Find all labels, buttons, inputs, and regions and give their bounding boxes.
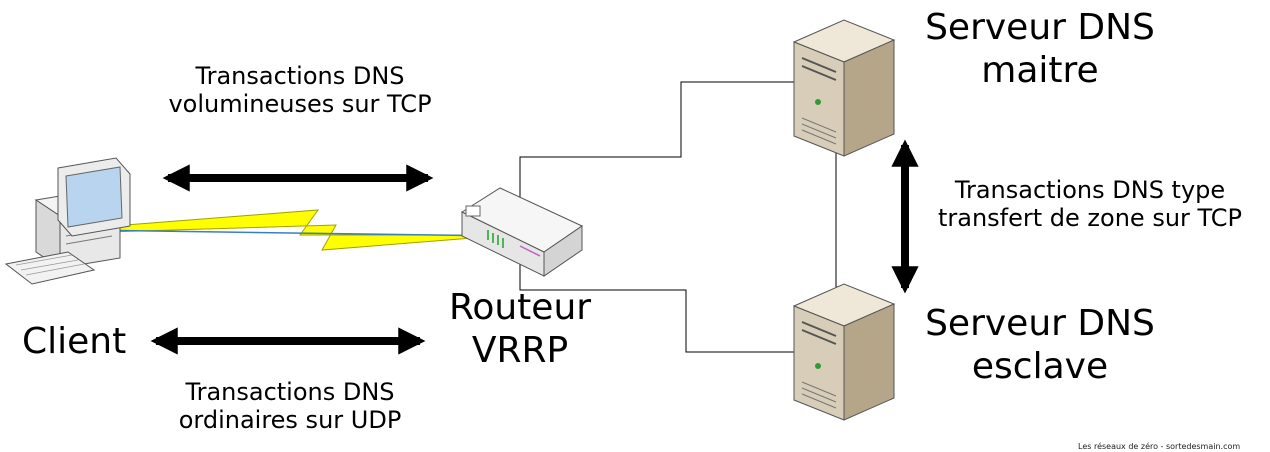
lightning-icon xyxy=(73,209,511,251)
link-router-slave xyxy=(519,244,836,353)
master-line2: maitre xyxy=(981,50,1099,92)
zone-transfer-label: Transactions DNS type transfert de zone … xyxy=(914,176,1266,233)
footer-credit: Les réseaux de zéro - sortedesmain.com xyxy=(1078,442,1241,451)
server-icon-slave xyxy=(792,283,896,421)
tcp-line2: volumineuses sur TCP xyxy=(168,90,432,119)
slave-server-label: Serveur DNS esclave xyxy=(910,302,1170,388)
client-label: Client xyxy=(22,321,127,362)
tcp-transactions-label: Transactions DNS volumineuses sur TCP xyxy=(140,62,460,119)
slave-line2: esclave xyxy=(971,346,1109,388)
udp-line2: ordinaires sur UDP xyxy=(178,406,402,435)
udp-line1: Transactions DNS xyxy=(185,378,395,406)
zone-line1: Transactions DNS type xyxy=(954,176,1226,204)
computer-icon xyxy=(4,157,131,285)
server-icon-master xyxy=(792,19,896,157)
master-line1: Serveur DNS xyxy=(925,7,1155,48)
zone-line2: transfert de zone sur TCP xyxy=(937,204,1243,233)
router-label: Routeur VRRP xyxy=(430,286,610,372)
router-line1: Routeur xyxy=(448,287,592,328)
udp-transactions-label: Transactions DNS ordinaires sur UDP xyxy=(140,378,440,435)
slave-line1: Serveur DNS xyxy=(925,303,1155,344)
master-server-label: Serveur DNS maitre xyxy=(910,6,1170,92)
router-icon xyxy=(460,187,584,277)
router-line2: VRRP xyxy=(471,330,569,372)
tcp-line1: Transactions DNS xyxy=(195,62,405,90)
